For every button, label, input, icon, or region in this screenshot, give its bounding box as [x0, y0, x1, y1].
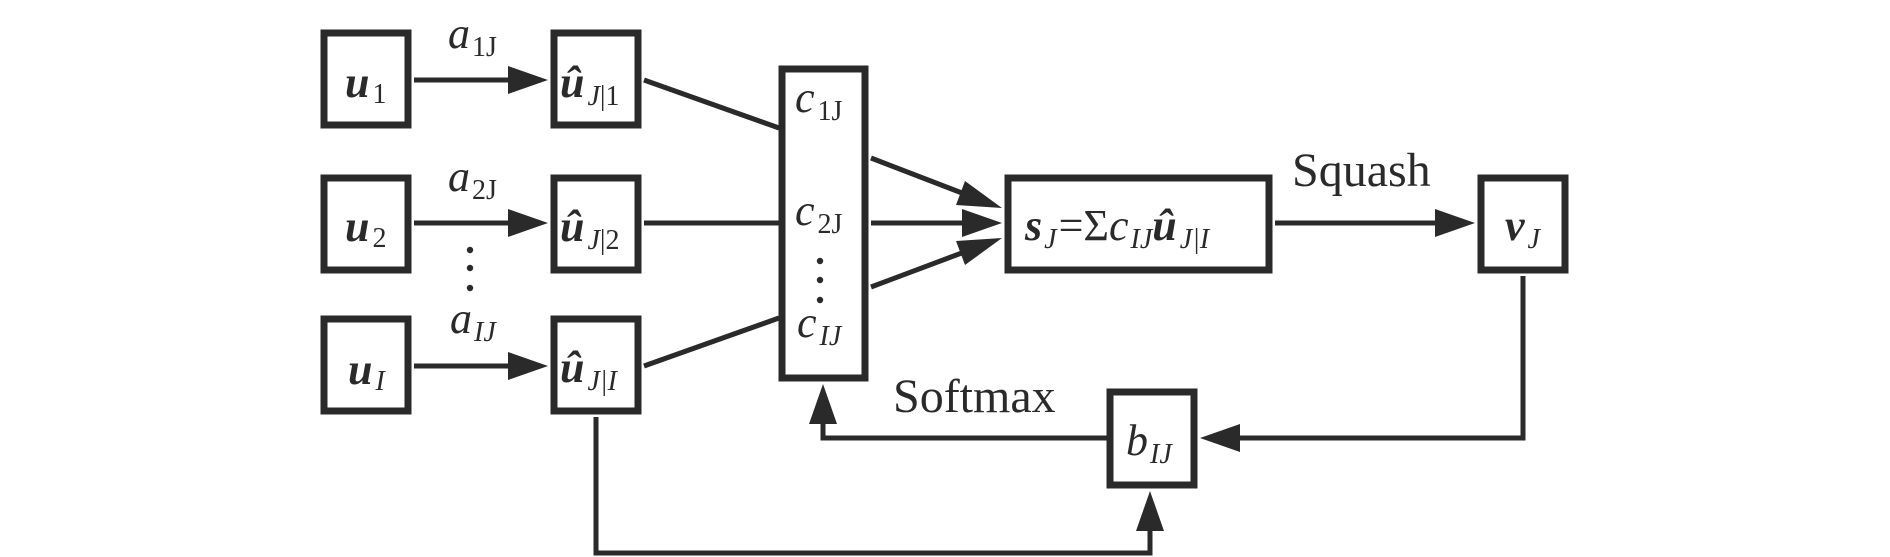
ellipsis-inputs: [466, 246, 474, 292]
label-softmax: Softmax: [893, 370, 1056, 423]
box-weighted-sum: [1004, 174, 1273, 274]
arrowhead-v-to-b: [1200, 424, 1240, 452]
box-u2: [320, 174, 412, 274]
label-a2J: a2J: [448, 152, 497, 206]
arrow-c1-to-s: [870, 155, 976, 201]
line-uhat1-to-c: [643, 77, 780, 131]
label-a1J: a1J: [448, 9, 497, 63]
box-uhatI: [550, 315, 642, 415]
box-coupling-coefficients: [778, 65, 869, 382]
arrowhead-u2-to-uhat2: [508, 209, 548, 237]
arrowhead-c1-to-s: [956, 181, 1002, 208]
box-uI: [320, 315, 412, 415]
box-uhat1: [550, 29, 642, 129]
arrowhead-u1-to-uhat1: [508, 66, 548, 94]
box-logits-bIJ: [1106, 388, 1198, 489]
arrowhead-cI-to-s: [956, 238, 1002, 265]
line-uhatI-to-b: [593, 417, 1153, 556]
arrowhead-s-to-v: [1435, 209, 1475, 237]
box-u1: [320, 29, 412, 129]
arrowhead-uhatI-to-b: [1136, 491, 1164, 531]
label-bIJ: bIJ: [1126, 416, 1173, 470]
arrowhead-c2-to-s: [962, 209, 1002, 237]
box-uhat2: [550, 174, 642, 274]
arrow-cI-to-s: [870, 245, 976, 290]
arrowhead-uI-to-uhatI: [508, 352, 548, 380]
label-squash: Squash: [1292, 144, 1431, 197]
line-uhatI-to-c: [643, 315, 780, 369]
ellipsis-coupling: [816, 257, 824, 304]
arrowhead-b-to-c: [809, 384, 837, 424]
box-output-vJ: [1477, 174, 1569, 274]
line-v-to-b: [1230, 276, 1526, 441]
label-aIJ: aIJ: [450, 294, 497, 348]
